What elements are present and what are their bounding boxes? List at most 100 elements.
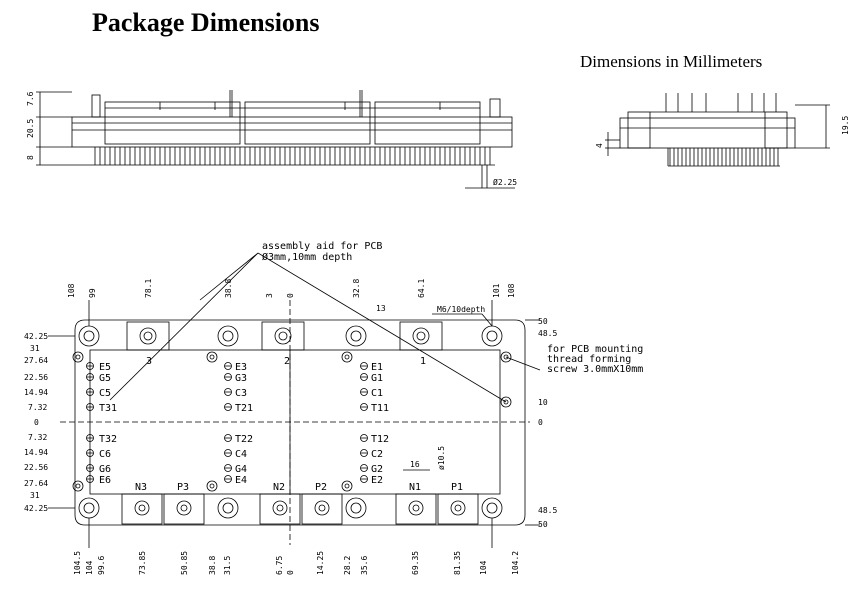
right-dim: 50 <box>538 520 548 529</box>
top-view <box>48 252 541 548</box>
pin-label: T21 <box>235 403 253 414</box>
mounting-note-line3: screw 3.0mmX10mm <box>547 364 643 375</box>
pin-label: E2 <box>371 475 383 486</box>
pin-label: G2 <box>371 464 383 475</box>
bottom-dim: 35.6 <box>360 556 369 575</box>
bottom-dim: 31.5 <box>223 556 232 575</box>
n1-width-dim: 16 <box>410 460 420 469</box>
power-terminal-label: P2 <box>315 482 327 493</box>
top-dim: 64.1 <box>417 279 426 298</box>
mounting-note-line2: thread forming <box>547 354 631 365</box>
power-terminal-label: P3 <box>177 482 189 493</box>
right-dim: 48.5 <box>538 329 557 338</box>
right-dim: 48.5 <box>538 506 557 515</box>
end-view <box>605 93 830 167</box>
left-dim: 42.25 <box>24 504 48 513</box>
m6-thread-note: M6/10depth <box>437 305 485 314</box>
pin-label: E6 <box>99 475 111 486</box>
pin-label: C3 <box>235 388 247 399</box>
left-dim: 31 <box>30 344 40 353</box>
pin-label: G3 <box>235 373 247 384</box>
signal-pin-marks <box>86 362 368 483</box>
pin-label: E4 <box>235 475 247 486</box>
left-dim: 7.32 <box>28 403 47 412</box>
end-dim-19-5: 19.5 <box>841 116 850 135</box>
pin-label: E5 <box>99 362 111 373</box>
pin-label: T11 <box>371 403 389 414</box>
left-dim: 22.56 <box>24 463 48 472</box>
pin-label: C6 <box>99 449 111 460</box>
right-dim: 50 <box>538 317 548 326</box>
pin-diameter: Ø2.25 <box>493 177 517 187</box>
mounting-note-line1: for PCB mounting <box>547 344 643 355</box>
top-dim: 101 <box>492 283 501 298</box>
bottom-dim: 99.6 <box>97 556 106 575</box>
top-dim: 38.8 <box>224 279 233 298</box>
pin-label: E3 <box>235 362 247 373</box>
left-dim: 0 <box>34 418 39 427</box>
pin-label: T12 <box>371 434 389 445</box>
bottom-dim: 50.85 <box>180 551 189 575</box>
pin-label: C1 <box>371 388 383 399</box>
bottom-dim: 73.85 <box>138 551 147 575</box>
bottom-dim: 6.75 <box>275 556 284 575</box>
end-dim-4: 4 <box>595 143 604 148</box>
side-view-fins <box>99 147 491 165</box>
assembly-aid-note-line1: assembly aid for PCB <box>262 241 382 252</box>
left-dim: 14.94 <box>24 448 48 457</box>
side-view <box>36 90 515 189</box>
left-dim: 22.56 <box>24 373 48 382</box>
pin-label: C5 <box>99 388 111 399</box>
top-dim: 99 <box>88 288 97 298</box>
pin-label: E1 <box>371 362 383 373</box>
power-terminal-label: P1 <box>451 482 463 493</box>
side-dim-7-6: 7.6 <box>26 91 35 106</box>
top-dim: 32.8 <box>352 279 361 298</box>
bottom-dim: 104.5 <box>73 551 82 575</box>
pin-label: T31 <box>99 403 117 414</box>
terminal-number-3: 3 <box>146 356 152 367</box>
pin-label: G4 <box>235 464 247 475</box>
n1-diameter-dim: ø10.5 <box>437 446 446 470</box>
top-dim: 3 <box>265 293 274 298</box>
left-dim: 31 <box>30 491 40 500</box>
bottom-dim: 69.35 <box>411 551 420 575</box>
end-view-fins <box>669 148 779 166</box>
terminal-number-2: 2 <box>284 356 290 367</box>
top-dim: 0 <box>286 293 295 298</box>
bottom-dim: 28.2 <box>343 556 352 575</box>
top-dim: 108 <box>507 283 516 298</box>
power-terminal-label: N3 <box>135 482 147 493</box>
units-subtitle: Dimensions in Millimeters <box>580 52 763 71</box>
bottom-dim: 0 <box>286 570 295 575</box>
pin-label: G1 <box>371 373 383 384</box>
assembly-aid-note-line2: Ø3mm,10mm depth <box>262 251 352 263</box>
side-dim-8: 8 <box>26 155 35 160</box>
power-terminal-label: N2 <box>273 482 285 493</box>
left-dim: 42.25 <box>24 332 48 341</box>
top-dim: 108 <box>67 283 76 298</box>
top-dim: 13 <box>376 304 386 313</box>
pin-label: T22 <box>235 434 253 445</box>
page-title: Package Dimensions <box>92 8 320 37</box>
terminal-number-1: 1 <box>420 356 426 367</box>
side-dim-20-5: 20.5 <box>26 119 35 138</box>
bottom-dim: 104 <box>479 560 488 575</box>
right-dim: 10 <box>538 398 548 407</box>
pin-label: T32 <box>99 434 117 445</box>
pin-label: C2 <box>371 449 383 460</box>
bottom-dim: 104 <box>85 560 94 575</box>
power-terminal-label: N1 <box>409 482 421 493</box>
top-dim: 78.1 <box>144 279 153 298</box>
bottom-dim: 104.2 <box>511 551 520 575</box>
pin-label: G6 <box>99 464 111 475</box>
right-dim: 0 <box>538 418 543 427</box>
left-dim: 27.64 <box>24 356 48 365</box>
left-dim: 7.32 <box>28 433 47 442</box>
pin-label: C4 <box>235 449 247 460</box>
left-dim: 14.94 <box>24 388 48 397</box>
pin-label: G5 <box>99 373 111 384</box>
bottom-dim: 81.35 <box>453 551 462 575</box>
bottom-dim: 14.25 <box>316 551 325 575</box>
